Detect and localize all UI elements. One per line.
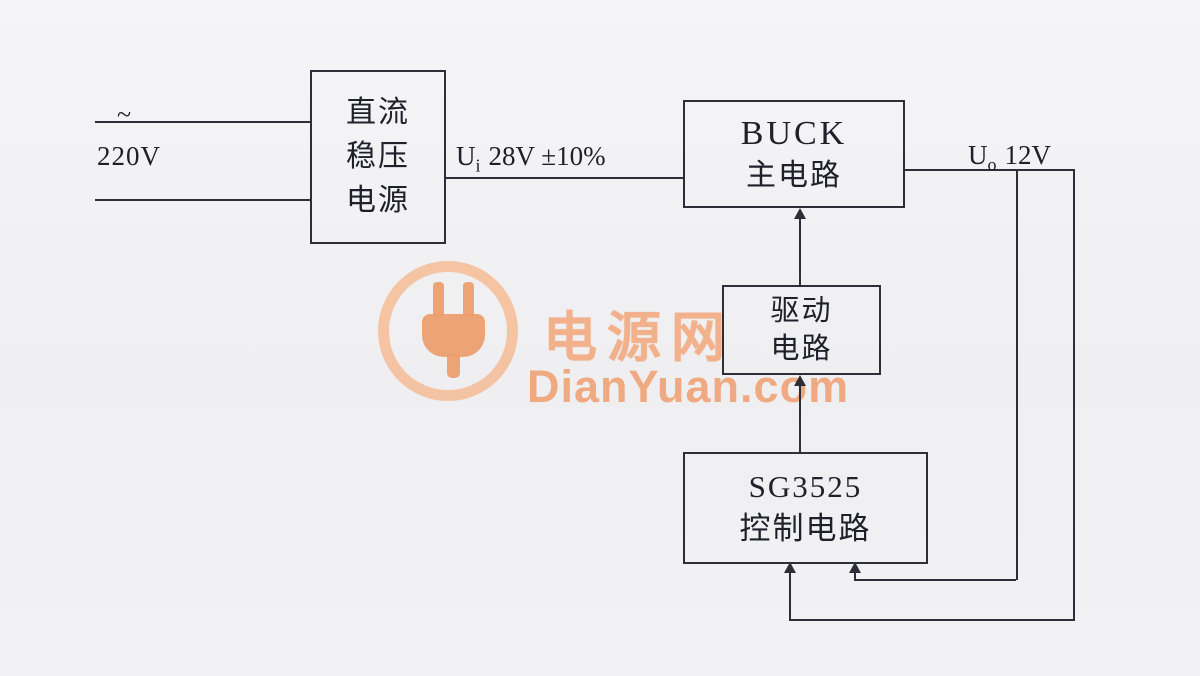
output-voltage-label: Uo 12V — [968, 140, 1051, 175]
block-label: 稳压 — [346, 140, 410, 173]
watermark-plug-icon — [422, 314, 485, 357]
wire-feedback-inner-rise — [854, 572, 856, 581]
block-label: 主电路 — [746, 159, 842, 192]
arrowhead-driver-into-buck — [794, 208, 806, 219]
block-drive-circuit: 驱动 电路 — [722, 285, 881, 375]
ac-tilde-symbol: ~ — [117, 100, 132, 129]
ui-value: 28V ±10% — [488, 141, 606, 171]
uo-subscript: o — [987, 154, 997, 175]
wire-controller-to-driver — [799, 384, 801, 452]
block-label: BUCK — [740, 115, 848, 152]
arrowhead-controller-into-driver — [794, 375, 806, 386]
arrowhead-feedback-outer-into-controller — [784, 562, 796, 573]
uo-base: U — [968, 140, 988, 170]
block-label: 电路 — [770, 333, 833, 365]
uo-value: 12V — [1004, 140, 1052, 170]
block-sg3525-control-circuit: SG3525 控制电路 — [683, 452, 928, 564]
watermark-brand-text: 电源网 — [543, 308, 735, 368]
wire-feedback-outer-bottom — [790, 619, 1075, 621]
wire-ac-input-bottom — [95, 199, 310, 201]
watermark-plug-icon — [447, 354, 460, 378]
ui-base: U — [456, 141, 476, 171]
wire-feedback-outer-vertical — [1073, 169, 1075, 621]
block-label: 直流 — [346, 96, 410, 129]
wire-driver-to-buck — [799, 217, 801, 285]
block-label: SG3525 — [748, 469, 863, 504]
block-label: 电源 — [346, 184, 410, 217]
block-label: 控制电路 — [739, 511, 872, 546]
watermark-ring-icon — [378, 261, 518, 401]
wire-buck-output — [905, 169, 1075, 171]
ui-subscript: i — [475, 155, 481, 176]
wire-ac-input-top — [95, 121, 310, 123]
block-label: 驱动 — [770, 295, 833, 327]
watermark-plug-icon — [463, 282, 474, 317]
watermark-plug-icon — [433, 282, 444, 317]
input-voltage-label: Ui 28V ±10% — [456, 141, 606, 176]
watermark-site-text: DianYuan.com — [527, 361, 850, 412]
block-dc-regulated-power-supply: 直流 稳压 电源 — [310, 70, 446, 244]
block-buck-main-circuit: BUCK 主电路 — [683, 100, 905, 208]
wire-power-to-buck — [445, 177, 683, 179]
wire-feedback-inner-bottom — [855, 579, 1016, 581]
wire-feedback-inner-vertical — [1016, 169, 1018, 580]
ac-input-voltage-label: 220V — [97, 141, 161, 171]
wire-feedback-outer-rise — [789, 572, 791, 621]
arrowhead-feedback-inner-into-controller — [849, 562, 861, 573]
